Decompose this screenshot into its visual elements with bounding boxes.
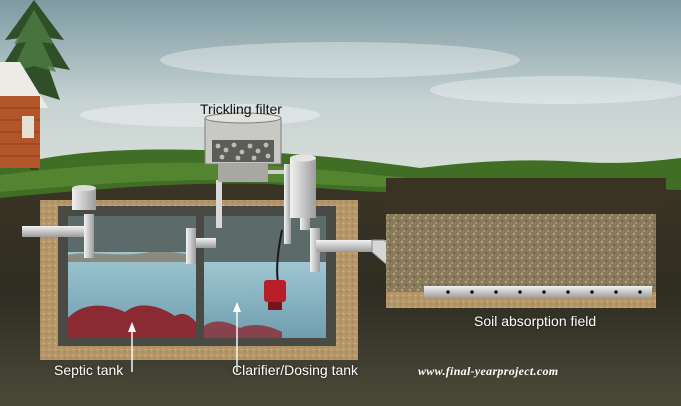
inlet-tee bbox=[84, 214, 94, 258]
absorption-field-gravel bbox=[386, 214, 656, 292]
trickling-filter bbox=[204, 112, 282, 182]
house-icon bbox=[0, 62, 48, 168]
clarifier-riser bbox=[290, 158, 316, 218]
clouds bbox=[80, 42, 681, 127]
discharge-pipe-vertical bbox=[310, 228, 320, 272]
septic-riser bbox=[72, 188, 96, 210]
filter-return-pipe bbox=[284, 164, 291, 244]
label-arrows bbox=[128, 302, 241, 372]
absorption-field-cover bbox=[386, 178, 666, 214]
septic-tank-label: Septic tank bbox=[54, 362, 124, 378]
inlet-pipe bbox=[22, 226, 92, 237]
distribution-pipe bbox=[424, 286, 652, 298]
filter-feed-pipe bbox=[216, 180, 222, 228]
septic-sludge bbox=[68, 305, 196, 338]
transfer-tee bbox=[186, 228, 196, 264]
discharge-pipe bbox=[316, 240, 386, 252]
septic-scum bbox=[68, 251, 196, 262]
watermark: www.final-yearproject.com bbox=[418, 364, 559, 378]
soil-absorption-field-label: Soil absorption field bbox=[474, 313, 597, 329]
trickling-filter-label: Trickling filter bbox=[200, 101, 282, 117]
clarifier-sludge bbox=[204, 321, 282, 338]
sky bbox=[0, 0, 681, 170]
distribution-holes bbox=[446, 290, 642, 294]
clarifier-dosing-tank-label: Clarifier/Dosing tank bbox=[232, 362, 359, 378]
tank-partition bbox=[196, 216, 204, 338]
pump-icon bbox=[264, 229, 286, 310]
